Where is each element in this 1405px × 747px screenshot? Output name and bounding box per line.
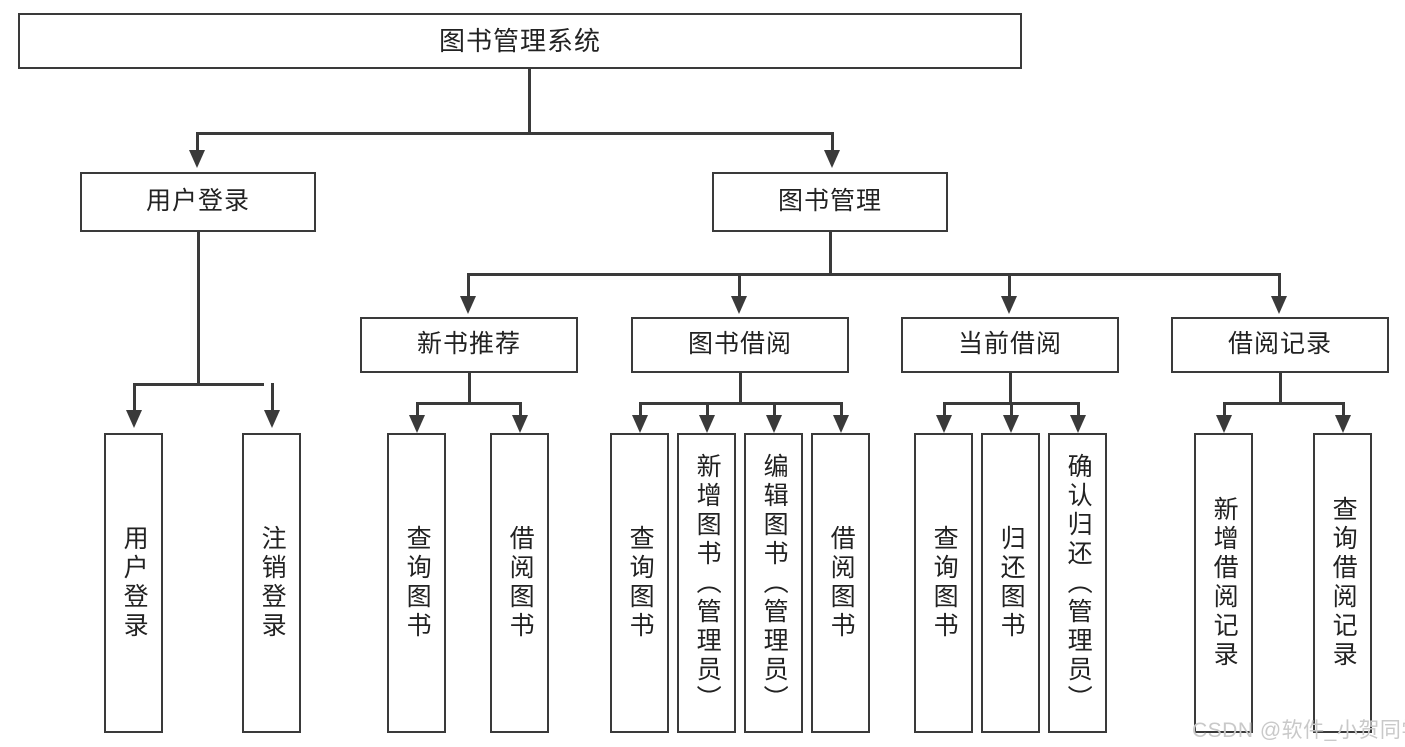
leaf-query-book-recommend[interactable]: 查询图书 xyxy=(387,433,446,733)
arrowhead-borrow-book-1 xyxy=(512,415,528,433)
connector-borrow-record-bus xyxy=(1223,402,1344,405)
connector-drop-book-borrow xyxy=(738,273,741,299)
node-label: 用户登录 xyxy=(145,187,250,216)
arrowhead-borrow-book-2 xyxy=(833,415,849,433)
leaf-borrow-book[interactable]: 借阅图书 xyxy=(811,433,870,733)
node-label: 注销登录 xyxy=(258,525,287,641)
leaf-borrow-book-recommend[interactable]: 借阅图书 xyxy=(490,433,549,733)
connector-book-management-trunk xyxy=(829,232,832,274)
node-label: 查询图书 xyxy=(626,525,655,641)
connector-drop-add-record xyxy=(1223,402,1226,418)
connector-user-login-bus xyxy=(133,383,264,386)
node-label: 查询图书 xyxy=(403,525,432,641)
arrowhead-return-book xyxy=(1003,415,1019,433)
connector-new-book-trunk xyxy=(468,373,471,403)
connector-drop-book-management xyxy=(831,132,834,154)
arrowhead-current-borrow xyxy=(1001,296,1017,314)
leaf-user-login[interactable]: 用户登录 xyxy=(104,433,163,733)
connector-current-borrow-trunk xyxy=(1009,373,1012,403)
arrowhead-leaf-logout xyxy=(264,410,280,428)
leaf-confirm-return-admin[interactable]: 确认归还（管理员） xyxy=(1048,433,1107,733)
arrowhead-user-login xyxy=(189,150,205,168)
node-label: 归还图书 xyxy=(997,525,1026,641)
connector-drop-new-book xyxy=(467,273,470,299)
node-label: 新书推荐 xyxy=(416,330,521,359)
arrowhead-query-record xyxy=(1335,415,1351,433)
connector-drop-query-record xyxy=(1342,402,1345,418)
connector-root-trunk xyxy=(528,69,531,133)
connector-drop-borrow-book-1 xyxy=(519,402,522,418)
arrowhead-add-record xyxy=(1216,415,1232,433)
connector-new-book-bus xyxy=(416,402,521,405)
arrowhead-add-book xyxy=(699,415,715,433)
node-label: 图书管理系统 xyxy=(438,25,601,56)
node-label: 查询借阅记录 xyxy=(1329,496,1358,670)
connector-drop-leaf-logout xyxy=(271,383,274,413)
connector-drop-query-book-1 xyxy=(416,402,419,418)
node-book-borrow[interactable]: 图书借阅 xyxy=(631,317,849,373)
connector-drop-add-book xyxy=(706,402,709,418)
connector-drop-return-book xyxy=(1010,402,1013,418)
node-label: 编辑图书（管理员） xyxy=(760,452,789,714)
node-user-login[interactable]: 用户登录 xyxy=(80,172,316,232)
node-label: 图书管理 xyxy=(777,187,882,216)
node-label: 借阅图书 xyxy=(827,525,856,641)
node-label: 确认归还（管理员） xyxy=(1064,452,1093,714)
leaf-query-book-borrow[interactable]: 查询图书 xyxy=(610,433,669,733)
arrowhead-book-borrow xyxy=(731,296,747,314)
leaf-logout[interactable]: 注销登录 xyxy=(242,433,301,733)
connector-drop-query-book-2 xyxy=(639,402,642,418)
leaf-add-borrow-record[interactable]: 新增借阅记录 xyxy=(1194,433,1253,733)
arrowhead-query-book-3 xyxy=(936,415,952,433)
connector-root-bus xyxy=(196,132,834,135)
node-label: 当前借阅 xyxy=(957,330,1062,359)
node-label: 用户登录 xyxy=(120,525,149,641)
leaf-query-borrow-record[interactable]: 查询借阅记录 xyxy=(1313,433,1372,733)
node-root-book-management-system[interactable]: 图书管理系统 xyxy=(18,13,1022,69)
node-label: 查询图书 xyxy=(930,525,959,641)
connector-drop-user-login xyxy=(196,132,199,154)
arrowhead-edit-book xyxy=(766,415,782,433)
arrowhead-query-book-1 xyxy=(409,415,425,433)
node-book-management[interactable]: 图书管理 xyxy=(712,172,948,232)
connector-drop-borrow-book-2 xyxy=(840,402,843,418)
node-label: 新增图书（管理员） xyxy=(693,452,722,714)
connector-drop-borrow-record xyxy=(1278,273,1281,299)
arrowhead-borrow-record xyxy=(1271,296,1287,314)
node-label: 图书借阅 xyxy=(687,330,792,359)
connector-book-borrow-bus xyxy=(639,402,842,405)
node-label: 借阅记录 xyxy=(1227,330,1332,359)
connector-drop-edit-book xyxy=(773,402,776,418)
arrowhead-confirm-return xyxy=(1070,415,1086,433)
connector-drop-query-book-3 xyxy=(943,402,946,418)
leaf-query-book-current[interactable]: 查询图书 xyxy=(914,433,973,733)
connector-drop-confirm-return xyxy=(1077,402,1080,418)
node-label: 借阅图书 xyxy=(506,525,535,641)
watermark-csdn: CSDN @软件_小贺同学 xyxy=(1192,719,1405,742)
connector-book-borrow-trunk xyxy=(739,373,742,403)
connector-book-management-bus xyxy=(467,273,1278,276)
arrowhead-new-book xyxy=(460,296,476,314)
connector-borrow-record-trunk xyxy=(1279,373,1282,403)
arrowhead-query-book-2 xyxy=(632,415,648,433)
node-current-borrow[interactable]: 当前借阅 xyxy=(901,317,1119,373)
leaf-add-book-admin[interactable]: 新增图书（管理员） xyxy=(677,433,736,733)
leaf-return-book[interactable]: 归还图书 xyxy=(981,433,1040,733)
node-borrow-record[interactable]: 借阅记录 xyxy=(1171,317,1389,373)
connector-user-login-trunk xyxy=(197,232,200,384)
leaf-edit-book-admin[interactable]: 编辑图书（管理员） xyxy=(744,433,803,733)
connector-drop-leaf-user-login xyxy=(133,383,136,413)
arrowhead-book-management xyxy=(824,150,840,168)
node-new-book-recommend[interactable]: 新书推荐 xyxy=(360,317,578,373)
node-label: 新增借阅记录 xyxy=(1210,496,1239,670)
connector-drop-current-borrow xyxy=(1008,273,1011,299)
arrowhead-leaf-user-login xyxy=(126,410,142,428)
